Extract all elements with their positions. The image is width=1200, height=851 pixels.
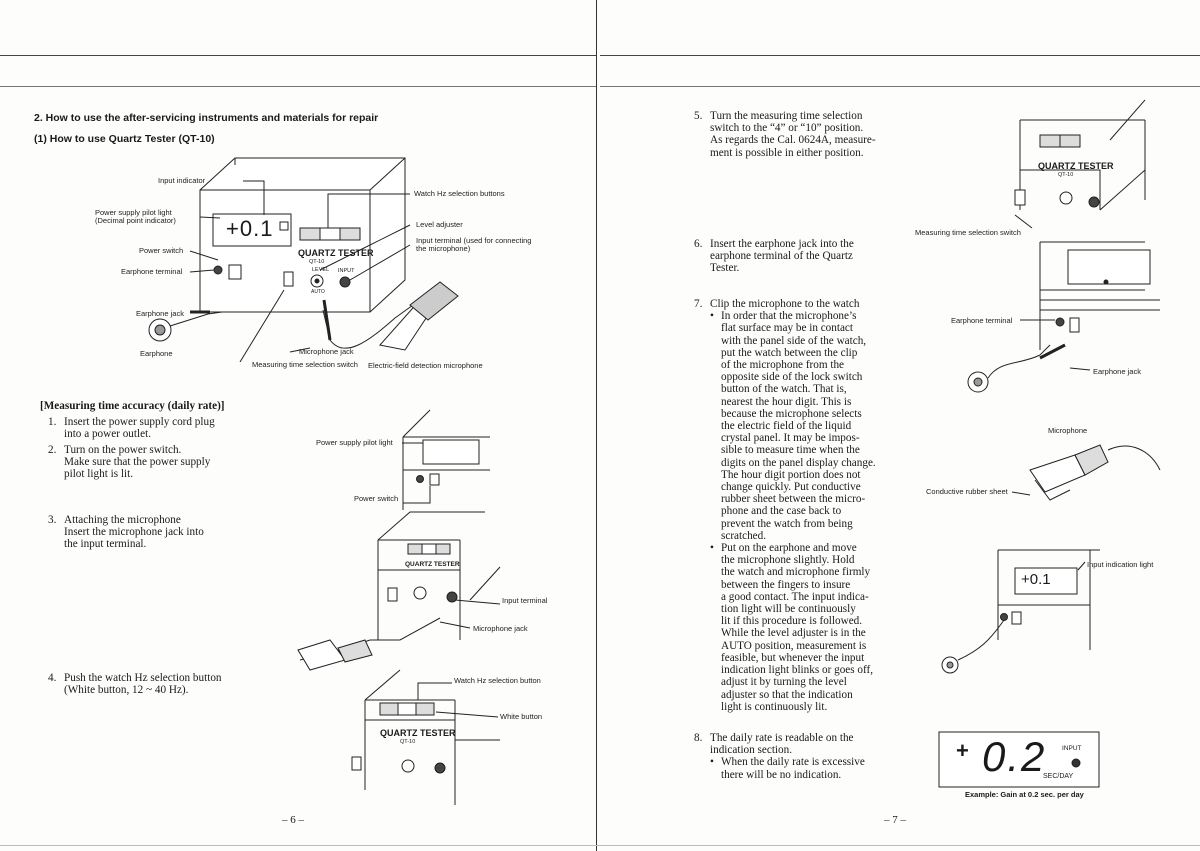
label-pilot-light-sub: (Decimal point indicator): [95, 216, 176, 225]
top-rule-left: [0, 55, 596, 56]
label-earphone: Earphone: [140, 349, 173, 358]
display-value: 0.2: [982, 733, 1047, 780]
display-caption: Example: Gain at 0.2 sec. per day: [965, 790, 1084, 799]
accuracy-heading: [Measuring time accuracy (daily rate)]: [40, 400, 225, 412]
main-display-readout: +0.1: [226, 216, 274, 241]
r-label-earphone-jack: Earphone jack: [1093, 367, 1141, 376]
header-rule-left: [0, 86, 596, 87]
label-input-terminal: Input terminal (used for connecting: [416, 236, 532, 245]
step-label-power-switch: Power switch: [354, 494, 399, 503]
step-label-white-button: White button: [500, 712, 543, 721]
r-fig-display-small: +0.1: [1021, 571, 1051, 588]
step7-bullet-1: In order that the microphone’s flat surf…: [710, 310, 890, 542]
quartz-tester-main-figure: [148, 157, 459, 363]
step-label-pilot: Power supply pilot light: [316, 438, 393, 447]
step-label-watch-hz-button: Watch Hz selection button: [454, 676, 541, 685]
step-figures-left: [297, 409, 501, 805]
label-input-indicator: Input indicator: [158, 176, 206, 185]
label-watch-hz-buttons: Watch Hz selection buttons: [414, 189, 505, 198]
r-label-conductive-sheet: Conductive rubber sheet: [926, 487, 1008, 496]
label-measuring-switch: Measuring time selection switch: [252, 360, 358, 369]
step8-bullet: When the daily rate is excessive there w…: [710, 756, 890, 780]
r-step5-brand: QUARTZ TESTER: [1038, 161, 1114, 171]
r-label-measuring-switch: Measuring time selection switch: [915, 228, 1021, 237]
step-label-input-terminal: Input terminal: [502, 596, 548, 605]
label-power-switch: Power switch: [139, 246, 184, 255]
step7-bullet-2: Put on the earphone and move the microph…: [710, 542, 890, 713]
display-unit: SEC/DAY: [1043, 773, 1074, 780]
main-level: LEVEL: [312, 267, 330, 273]
label-pilot-light: Power supply pilot light: [95, 208, 172, 217]
top-rule-right: [600, 55, 1200, 56]
main-model: QT-10: [309, 259, 325, 265]
page-number-left: – 6 –: [282, 814, 304, 826]
main-input: INPUT: [338, 268, 355, 274]
page-number-right: – 7 –: [884, 814, 906, 826]
r-label-microphone: Microphone: [1048, 426, 1088, 435]
r-step5-model: QT-10: [1058, 172, 1074, 178]
main-auto: AUTO: [311, 289, 325, 295]
page-gutter: [596, 0, 597, 851]
step-label-microphone-jack: Microphone jack: [473, 624, 528, 633]
label-level-adjuster: Level adjuster: [416, 220, 463, 229]
header-rule-right: [600, 86, 1200, 87]
display-sign: +: [956, 738, 969, 763]
label-earphone-terminal: Earphone terminal: [121, 267, 183, 276]
display-input-label: INPUT: [1062, 745, 1082, 752]
bottom-rule: [0, 845, 1200, 846]
r-label-earphone-terminal: Earphone terminal: [951, 316, 1013, 325]
step4-model: QT-10: [400, 739, 416, 745]
r-label-input-light: Input indication light: [1087, 560, 1154, 569]
label-earphone-jack: Earphone jack: [136, 309, 184, 318]
main-brand: QUARTZ TESTER: [298, 248, 374, 258]
section-title: 2. How to use the after-servicing instru…: [34, 112, 379, 124]
label-field-microphone: Electric-field detection microphone: [368, 361, 483, 370]
label-microphone-jack: Microphone jack: [299, 347, 354, 356]
label-input-terminal-sub: the microphone): [416, 244, 471, 253]
step4-brand: QUARTZ TESTER: [380, 728, 456, 738]
step3-brand: QUARTZ TESTER: [405, 561, 460, 568]
subsection-title: (1) How to use Quartz Tester (QT-10): [34, 133, 215, 145]
